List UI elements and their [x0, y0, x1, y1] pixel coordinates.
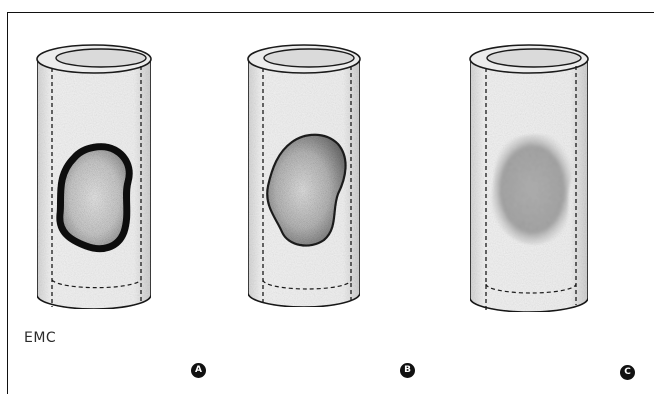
- lesion-outlined: [60, 147, 129, 249]
- panel-label-b: B: [400, 363, 415, 378]
- tube-b: [248, 45, 360, 307]
- lesion-diffuse: [492, 134, 573, 244]
- panel-label-a: A: [191, 363, 206, 378]
- tube-c: [470, 45, 588, 312]
- emc-logo: EMC: [24, 330, 56, 346]
- tube-a: [37, 45, 151, 309]
- panel-label-c: C: [620, 365, 635, 380]
